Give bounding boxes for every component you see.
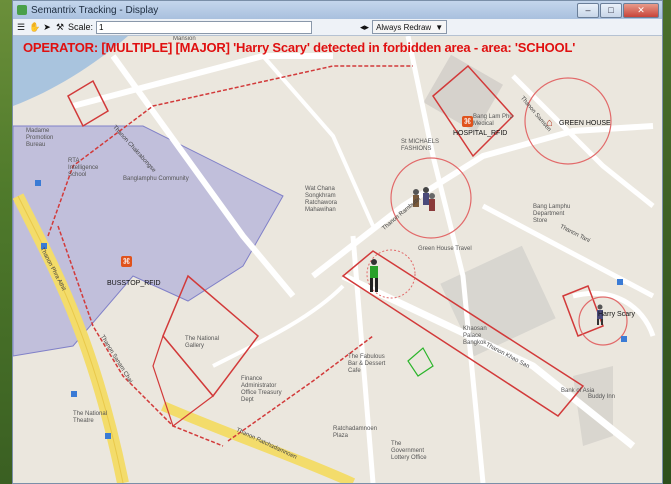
redraw-select[interactable]: Always Redraw ▼ xyxy=(372,20,448,34)
app-window: Semantrix Tracking - Display – □ ✕ ☰ ✋ ➤… xyxy=(12,0,663,484)
minimize-button[interactable]: – xyxy=(577,2,599,18)
close-button[interactable]: ✕ xyxy=(623,2,659,18)
zone-polygon xyxy=(67,79,109,128)
place-label: The Fabulous Bar & Dessert Cafe xyxy=(348,354,386,374)
detection-radius-circle xyxy=(524,77,612,165)
detection-radius-circle xyxy=(578,296,628,346)
wrench-icon[interactable]: ⚒ xyxy=(55,22,65,32)
house-icon[interactable]: ⌂ xyxy=(546,117,553,129)
operator-alert: OPERATOR: [MULTIPLE] [MAJOR] 'Harry Scar… xyxy=(23,40,576,55)
pan-arrows-icon[interactable]: ◂▸ xyxy=(360,21,370,32)
place-label: The National Gallery xyxy=(185,336,220,349)
map-canvas[interactable]: OPERATOR: [MULTIPLE] [MAJOR] 'Harry Scar… xyxy=(13,36,662,483)
road xyxy=(341,272,636,449)
place-label: Banglamphu Community xyxy=(123,176,189,182)
place-label: Bang Lam Phu Medical xyxy=(473,114,513,127)
pan-hand-icon[interactable]: ✋ xyxy=(29,22,41,32)
road xyxy=(511,74,655,208)
place-label: Buddy Inn xyxy=(588,394,616,400)
road xyxy=(350,235,376,483)
restricted-zone-polygon xyxy=(13,125,284,357)
place-label: Finance Administrator Office Treasury De… xyxy=(241,376,282,403)
busstop-rfid-label: BUSSTOP_RFID xyxy=(107,280,161,287)
road xyxy=(212,284,345,368)
zone-polygon xyxy=(341,250,585,417)
road xyxy=(481,203,655,299)
map-graphics xyxy=(13,36,656,483)
toolbar: ☰ ✋ ➤ ⚒ Scale: ◂▸ Always Redraw ▼ xyxy=(13,19,662,36)
place-label: Bang Lamphu Department Store xyxy=(533,204,571,224)
list-icon[interactable]: ☰ xyxy=(16,22,26,32)
river-shape xyxy=(13,36,128,106)
place-label: St MICHAELS FASHIONS xyxy=(401,139,440,152)
road xyxy=(405,36,486,483)
place-label: Ratchadamnoen Plaza xyxy=(333,426,378,439)
zone-polygon xyxy=(562,285,604,337)
desktop-background-left xyxy=(0,0,12,484)
scale-label: Scale: xyxy=(68,22,94,32)
place-label: Bank of Asia xyxy=(561,388,595,394)
place-label: Mansion xyxy=(173,36,196,42)
road xyxy=(110,54,296,298)
scale-input[interactable] xyxy=(96,20,313,34)
green-house-label: GREEN HOUSE xyxy=(559,120,611,127)
place-label: RTA Intelligence School xyxy=(68,158,99,178)
bus-stop-marker xyxy=(35,180,41,186)
maximize-button[interactable]: □ xyxy=(600,2,622,18)
path-trail xyxy=(57,225,224,447)
main-road xyxy=(161,401,356,483)
chevron-down-icon: ▼ xyxy=(435,22,444,32)
road xyxy=(261,54,375,227)
redraw-value: Always Redraw xyxy=(376,22,432,32)
title-bar[interactable]: Semantrix Tracking - Display – □ ✕ xyxy=(13,1,662,19)
place-label: Madame Promotion Bureau xyxy=(26,128,54,148)
pointer-icon[interactable]: ➤ xyxy=(43,22,51,32)
road xyxy=(72,53,333,109)
road xyxy=(572,290,656,337)
app-icon xyxy=(17,5,27,15)
harry-scary-label: Harry Scary xyxy=(598,311,635,318)
place-label: The National Theatre xyxy=(73,411,108,424)
window-title: Semantrix Tracking - Display xyxy=(31,4,159,16)
path-trail xyxy=(47,65,413,237)
rfid-icon[interactable]: ⌘ xyxy=(121,256,132,267)
road xyxy=(311,123,654,279)
place-label: Green House Travel xyxy=(418,246,472,252)
place-label: The Government Lottery Office xyxy=(391,441,427,461)
window-controls: – □ ✕ xyxy=(577,2,659,18)
place-label: Wat Chana Songkhram Ratchawora Mahawihan xyxy=(305,186,338,213)
path-trail xyxy=(227,335,374,442)
detection-radius-circle xyxy=(390,157,472,239)
building-block xyxy=(423,54,503,133)
checkpoint-polygon xyxy=(407,347,434,377)
zone-polygon xyxy=(432,64,515,158)
desktop-background-right xyxy=(663,0,671,484)
hospital-rfid-label: HOSPITAL_RFID xyxy=(453,130,508,137)
place-label: Khaosan Palace Bangkok xyxy=(463,326,487,346)
rfid-icon[interactable]: ⌘ xyxy=(462,116,473,127)
